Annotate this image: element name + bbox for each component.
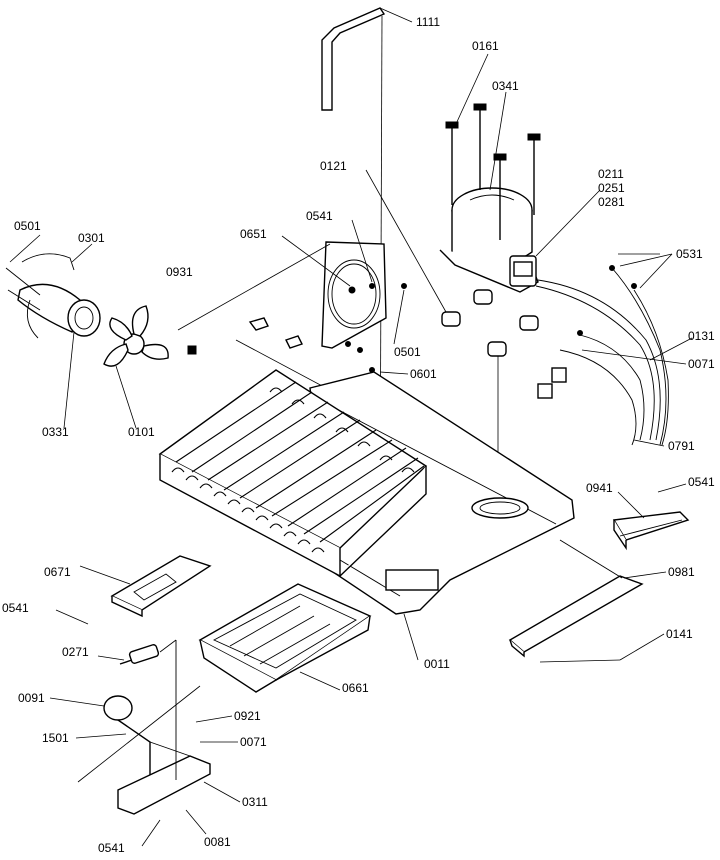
fan-shroud-icon bbox=[177, 241, 387, 349]
leader-lines bbox=[9, 53, 693, 847]
callout-0661: 0661 bbox=[342, 681, 369, 695]
callout-0131: 0131 bbox=[688, 329, 715, 343]
callout-0071-drain: 0071 bbox=[240, 735, 267, 749]
callout-0331: 0331 bbox=[42, 425, 69, 439]
callout-0301: 0301 bbox=[78, 231, 105, 245]
callout-0501-top: 0501 bbox=[14, 219, 41, 233]
callout-0071-harness: 0071 bbox=[688, 357, 715, 371]
fan-motor-icon bbox=[5, 253, 101, 339]
callout-0921: 0921 bbox=[234, 709, 261, 723]
callout-0101: 0101 bbox=[128, 425, 155, 439]
screw-icon bbox=[345, 283, 407, 373]
compressor-bolt-icon bbox=[445, 103, 541, 240]
callout-0671: 0671 bbox=[44, 565, 71, 579]
callout-0211: 0211 bbox=[598, 167, 624, 181]
callout-0281: 0281 bbox=[598, 195, 625, 209]
callout-1501: 1501 bbox=[42, 731, 69, 745]
callout-0091: 0091 bbox=[18, 691, 45, 705]
cover-panel-icon bbox=[508, 539, 644, 658]
heater-plate-icon bbox=[110, 555, 212, 618]
callout-0791: 0791 bbox=[668, 439, 695, 453]
callout-0311: 0311 bbox=[242, 795, 268, 809]
callout-0161: 0161 bbox=[472, 39, 499, 53]
grommet-icon bbox=[441, 289, 539, 530]
callout-0271: 0271 bbox=[62, 645, 89, 659]
thermostat-icon bbox=[119, 639, 177, 665]
callout-0601: 0601 bbox=[410, 367, 437, 381]
callout-0541-left: 0541 bbox=[2, 601, 29, 615]
base-platform-icon bbox=[309, 371, 575, 615]
callout-0531: 0531 bbox=[676, 247, 703, 261]
callout-0541-shroud: 0541 bbox=[306, 209, 333, 223]
callout-0651: 0651 bbox=[240, 227, 267, 241]
callout-0011: 0011 bbox=[424, 657, 450, 671]
callout-0541-bottom: 0541 bbox=[98, 841, 125, 855]
callout-0081: 0081 bbox=[204, 835, 231, 849]
compressor-icon bbox=[439, 187, 539, 293]
fan-bracket-icon bbox=[612, 511, 690, 551]
callout-0541-bracket: 0541 bbox=[688, 475, 715, 489]
callout-0251: 0251 bbox=[598, 181, 625, 195]
callout-0341: 0341 bbox=[492, 79, 519, 93]
callout-0941: 0941 bbox=[586, 481, 613, 495]
callout-0121: 0121 bbox=[320, 159, 347, 173]
callout-0141: 0141 bbox=[666, 627, 693, 641]
defrost-timer-icon bbox=[103, 640, 211, 815]
callout-1111: 1111 bbox=[416, 15, 440, 29]
wire-harness-icon bbox=[535, 265, 669, 446]
clip-icon bbox=[235, 317, 327, 389]
callout-0981: 0981 bbox=[668, 565, 695, 579]
drain-pan-icon bbox=[198, 583, 372, 693]
fan-blade-icon bbox=[103, 305, 197, 367]
callout-0931: 0931 bbox=[166, 265, 193, 279]
callout-0501-mid: 0501 bbox=[394, 345, 421, 359]
evaporator-coil-icon bbox=[158, 369, 428, 578]
